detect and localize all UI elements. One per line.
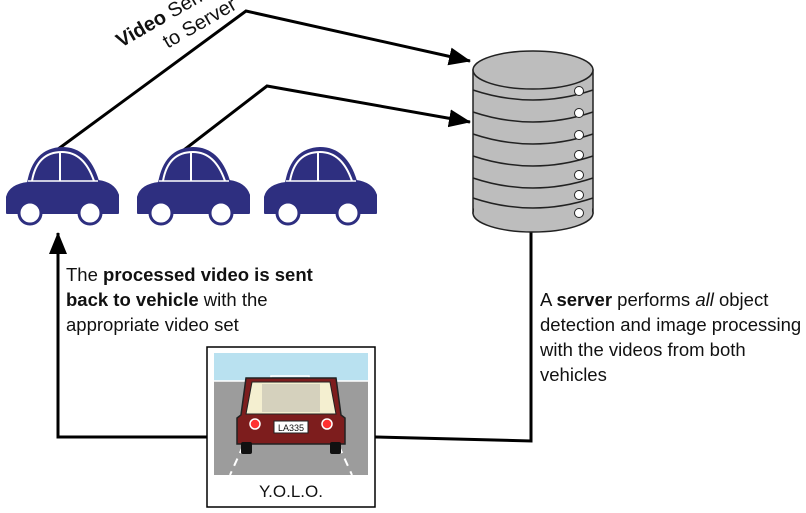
car-icon bbox=[5, 146, 120, 226]
arrow-car2-to-server bbox=[179, 84, 471, 155]
car-icon bbox=[136, 146, 251, 226]
server-text-part3: object detection and image processing wi… bbox=[540, 289, 802, 385]
return-text-part2: with the appropriate video set bbox=[66, 289, 268, 335]
car-icon bbox=[263, 146, 378, 226]
server-text-part1: A bbox=[540, 289, 557, 310]
arrow-car1-to-server bbox=[49, 9, 471, 157]
yolo-detection-image: LA335 bbox=[206, 346, 376, 508]
license-plate-text: LA335 bbox=[278, 423, 304, 433]
arrow-yolo-to-car1 bbox=[49, 232, 207, 439]
arrow-server-to-yolo bbox=[374, 226, 533, 443]
return-text-bold: processed video is sent back to vehicle bbox=[66, 264, 313, 310]
server-text-italic: all bbox=[695, 289, 714, 310]
server-description: A server performs all object detection a… bbox=[540, 287, 802, 387]
return-text-part1: The bbox=[66, 264, 104, 285]
server-text-bold: server bbox=[556, 289, 613, 310]
server-text-part2: performs bbox=[612, 289, 696, 310]
return-description: The processed video is sent back to vehi… bbox=[66, 262, 356, 337]
server-database-icon bbox=[472, 50, 594, 233]
yolo-caption: Y.O.L.O. bbox=[259, 482, 323, 501]
